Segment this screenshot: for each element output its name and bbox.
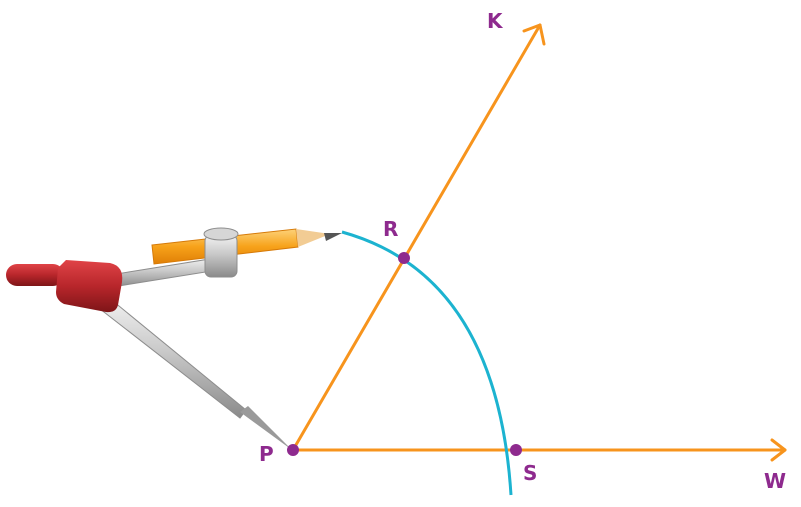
compass-needle-tip: [240, 406, 292, 450]
pencil-clamp: [204, 234, 238, 278]
ray-pk: [291, 23, 542, 452]
point-s: [510, 444, 522, 456]
label-w: W: [764, 469, 786, 493]
point-p: [287, 444, 299, 456]
arrowhead-w: [770, 438, 787, 462]
pencil-lead: [324, 233, 342, 241]
label-r: R: [383, 217, 398, 241]
label-s: S: [523, 461, 537, 485]
pencil-clamp-screw: [203, 227, 239, 241]
label-k: K: [487, 9, 504, 33]
compass-needle-leg: [94, 296, 247, 419]
pencil-icon: [151, 227, 342, 278]
compass-icon: [6, 227, 342, 450]
compass-head: [56, 260, 123, 313]
arrowhead-k: [522, 23, 546, 46]
compass-handle: [6, 264, 64, 286]
pencil-wood: [296, 229, 330, 247]
arc: [341, 230, 513, 496]
label-p: P: [259, 442, 274, 466]
point-r: [398, 252, 410, 264]
